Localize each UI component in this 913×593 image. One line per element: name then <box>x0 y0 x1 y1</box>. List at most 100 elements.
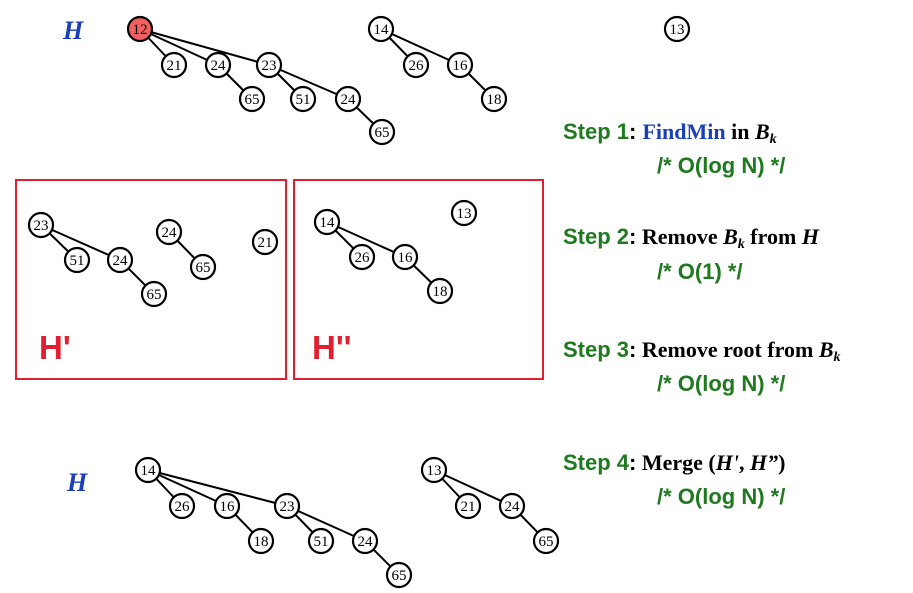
step-1-in: in <box>725 119 755 144</box>
step-4-close: ) <box>778 450 786 475</box>
heap-node: 65 <box>140 280 168 308</box>
top-heap-label: H <box>62 16 84 45</box>
node-circle <box>532 527 560 555</box>
heap-node: 51 <box>63 246 91 274</box>
node-circle <box>313 208 341 236</box>
node-circle <box>273 492 301 520</box>
heap-node: 14 <box>367 15 395 43</box>
node-label: 14 <box>320 215 336 231</box>
step-2-name: Step 2 <box>563 224 630 249</box>
step-3-desc: Remove root from Bk <box>636 337 841 365</box>
heap-node: 65 <box>238 85 266 113</box>
heap-node: 24 <box>155 218 183 246</box>
node-circle <box>63 246 91 274</box>
step-3-colon: : <box>629 337 637 362</box>
node-circle <box>251 228 279 256</box>
node-circle <box>189 253 217 281</box>
node-label: 24 <box>113 253 129 269</box>
node-circle <box>247 527 275 555</box>
node-circle <box>367 15 395 43</box>
heap-node: 13 <box>450 199 478 227</box>
heap-node: 16 <box>391 243 419 271</box>
heap-node: 18 <box>247 527 275 555</box>
node-label: 12 <box>133 22 148 38</box>
node-label: 23 <box>34 218 49 234</box>
step-4-comment: /* O(log N) */ <box>657 484 786 509</box>
step-1-comment: /* O(log N) */ <box>657 153 786 178</box>
step-1: Step 1: FindMin in Bk <box>563 121 777 147</box>
node-circle <box>385 561 413 589</box>
node-label: 21 <box>167 58 182 74</box>
node-label: 24 <box>358 534 374 550</box>
step-3-var: B <box>818 337 834 362</box>
node-circle <box>155 218 183 246</box>
step-2-var2: H <box>801 224 819 249</box>
step-1-desc: FindMin in Bk <box>642 119 776 147</box>
node-circle <box>402 51 430 79</box>
node-label: 13 <box>427 463 442 479</box>
heap-node: 26 <box>348 243 376 271</box>
tree-edge <box>147 469 228 507</box>
step-1-colon: : <box>629 119 637 144</box>
node-label: 65 <box>196 260 211 276</box>
tree-edge <box>40 224 121 261</box>
node-circle <box>426 277 454 305</box>
node-label: 18 <box>487 92 502 108</box>
node-label: 18 <box>433 284 448 300</box>
node-label: 26 <box>355 250 371 266</box>
heap-node: 13 <box>420 456 448 484</box>
heap-node: 21 <box>160 51 188 79</box>
step-4-desc: Merge (H', H”) <box>636 450 786 475</box>
heap-node: 12 <box>126 15 154 43</box>
heap-node: 65 <box>532 527 560 555</box>
node-label: 18 <box>254 534 269 550</box>
node-circle <box>106 246 134 274</box>
heap-node: 23 <box>273 492 301 520</box>
tree-edge <box>380 28 461 66</box>
node-circle <box>351 527 379 555</box>
node-label: 23 <box>262 58 277 74</box>
node-label: 51 <box>296 92 311 108</box>
step-3: Step 3: Remove root from Bk <box>563 339 841 365</box>
heap-node: 14 <box>313 208 341 236</box>
bottom-heap-label: H <box>66 468 88 497</box>
node-label: 16 <box>220 499 236 515</box>
node-label: 24 <box>211 58 227 74</box>
heap-node: 51 <box>307 527 335 555</box>
heap-node: 26 <box>168 492 196 520</box>
step-3-name: Step 3 <box>563 337 630 362</box>
node-circle <box>391 243 419 271</box>
heap-node: 65 <box>189 253 217 281</box>
heap-node: 24 <box>334 85 362 113</box>
node-label: 16 <box>398 250 414 266</box>
node-label: 13 <box>670 22 685 38</box>
heap-node: 14 <box>134 456 162 484</box>
node-circle <box>134 456 162 484</box>
heap-node: 18 <box>480 85 508 113</box>
node-circle <box>368 118 396 146</box>
step-4-name: Step 4 <box>563 450 630 475</box>
node-circle <box>140 280 168 308</box>
heap-node: 65 <box>385 561 413 589</box>
step-4: Step 4: Merge (H', H”) <box>563 452 785 474</box>
node-label: 16 <box>453 58 469 74</box>
heap-node: 21 <box>251 228 279 256</box>
step-1-var: B <box>754 119 770 144</box>
h-double-prime-label: H'' <box>312 329 352 366</box>
node-circle <box>420 456 448 484</box>
step-3-comment: /* O(log N) */ <box>657 371 786 396</box>
node-circle <box>454 492 482 520</box>
heap-node: 21 <box>454 492 482 520</box>
tree-edge <box>147 469 288 507</box>
step-2-from: from <box>744 224 802 249</box>
tree-edge <box>326 221 406 258</box>
step-2-colon: : <box>629 224 637 249</box>
step-3-remove-root: Remove root from <box>636 337 819 362</box>
node-circle <box>27 211 55 239</box>
heap-node: 51 <box>289 85 317 113</box>
node-label: 14 <box>374 22 390 38</box>
heap-node: 16 <box>213 492 241 520</box>
step-4-comma: , <box>738 450 750 475</box>
